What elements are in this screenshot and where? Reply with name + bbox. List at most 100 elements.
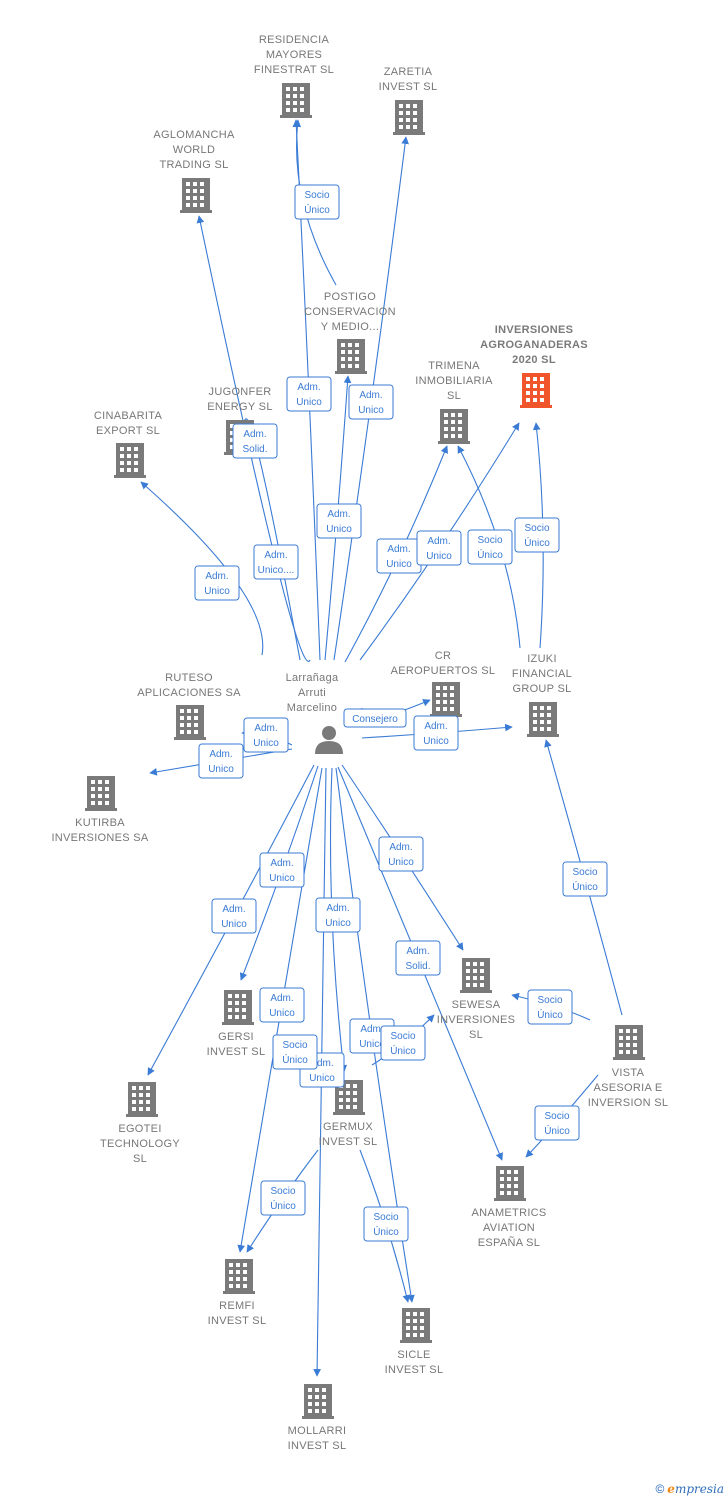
relation-label-text: Adm. xyxy=(387,544,410,555)
relation-label-text: Adm. xyxy=(359,390,382,401)
relation-label-p-ruteso[interactable]: Adm.Unico xyxy=(243,717,289,753)
relation-label-p-izuki[interactable]: Adm.Unico xyxy=(413,715,459,751)
relation-label-p-inversiones[interactable]: Adm.Unico xyxy=(416,530,462,566)
relation-label-text: Socio xyxy=(537,995,562,1006)
relation-label-p-residencia[interactable]: Adm.Unico xyxy=(286,376,332,412)
person-name: Larrañaga xyxy=(286,672,339,684)
relation-label-text: Unico xyxy=(388,857,414,868)
relation-label-text: Socio xyxy=(304,190,329,201)
company-name: INVEST SL xyxy=(288,1440,347,1452)
company-name: RESIDENCIA xyxy=(259,34,330,46)
relation-label-text: Socio xyxy=(390,1031,415,1042)
relation-label-text: Socio xyxy=(282,1040,307,1051)
relation-label-p-trimena[interactable]: Adm.Unico xyxy=(376,538,422,574)
building-icon xyxy=(85,776,117,811)
company-name: 2020 SL xyxy=(512,354,556,366)
building-icon xyxy=(430,682,462,717)
relation-label-p-anametrics[interactable]: Adm.Solid. xyxy=(395,940,441,976)
relation-label-text: Socio xyxy=(524,523,549,534)
building-icon xyxy=(335,339,367,374)
company-name: MAYORES xyxy=(266,49,322,61)
relation-label-text: Socio xyxy=(270,1186,295,1197)
relation-label-p-egotei[interactable]: Adm.Unico xyxy=(211,898,257,934)
relation-label-p-aglomancha[interactable]: Adm.Unico.... xyxy=(253,544,299,580)
relation-label-text: Socio xyxy=(373,1212,398,1223)
relation-label-p-postigo[interactable]: Adm.Unico xyxy=(316,503,362,539)
company-name: INVEST SL xyxy=(379,81,438,93)
company-name: INVERSION SL xyxy=(588,1097,669,1109)
empresia-logo[interactable]: empresia xyxy=(667,1482,724,1496)
company-name: EGOTEI xyxy=(118,1123,161,1135)
company-name: INVERSIONES SA xyxy=(51,832,148,844)
company-name: CINABARITA xyxy=(94,410,163,422)
person-name: Arruti xyxy=(298,687,326,699)
relation-label-p-zaretia[interactable]: Adm.Unico xyxy=(348,384,394,420)
relation-label-text: Unico xyxy=(325,918,351,929)
relation-label-text: Unico xyxy=(296,397,322,408)
relation-label-text: Adm. xyxy=(427,536,450,547)
relation-label-p-kutirba[interactable]: Adm.Unico xyxy=(198,743,244,779)
company-name: ENERGY SL xyxy=(207,401,272,413)
relation-label-p-germux[interactable]: Adm.Unico xyxy=(315,897,361,933)
relation-label-p-cinabarita[interactable]: Adm.Unico xyxy=(194,565,240,601)
relation-label-text: Único xyxy=(544,1124,570,1137)
company-name: ANAMETRICS xyxy=(471,1207,546,1219)
relation-label-p-jugonfer[interactable]: Adm.Solid. xyxy=(232,423,278,459)
person-name: Marcelino xyxy=(287,702,337,714)
company-name: VISTA xyxy=(612,1067,645,1079)
company-name: FINESTRAT SL xyxy=(254,64,334,76)
building-icon xyxy=(126,1082,158,1117)
relation-label-text: Adm. xyxy=(254,723,277,734)
relation-label-text: Adm. xyxy=(270,858,293,869)
relation-label-text: Adm. xyxy=(209,749,232,760)
company-node-residencia[interactable]: RESIDENCIA MAYORES FINESTRAT SL xyxy=(254,34,334,118)
company-node-zaretia[interactable]: ZARETIA INVEST SL xyxy=(379,66,438,135)
relation-label-text: Único xyxy=(282,1053,308,1066)
company-name: JUGONFER xyxy=(209,386,272,398)
relation-label-p-sewesa[interactable]: Adm.Unico xyxy=(378,836,424,872)
relation-label-p-gersi[interactable]: Adm. Unico xyxy=(259,852,305,888)
person-icon xyxy=(315,726,343,754)
company-name: ZARETIA xyxy=(384,66,433,78)
relation-label-p-remfi[interactable]: Adm.Unico xyxy=(259,987,305,1023)
relation-label-text: Único xyxy=(477,548,503,561)
building-icon xyxy=(520,373,552,408)
relation-label-text: Unico xyxy=(269,873,295,884)
brand-footer: ©empresia xyxy=(655,1482,724,1496)
relation-label-text: Adm. xyxy=(327,509,350,520)
relation-label-text: Único xyxy=(304,203,330,216)
relation-label-p-cr[interactable]: Consejero xyxy=(343,708,407,728)
relation-label-text: Adm. xyxy=(264,550,287,561)
company-name: INMOBILIARIA xyxy=(415,375,493,387)
